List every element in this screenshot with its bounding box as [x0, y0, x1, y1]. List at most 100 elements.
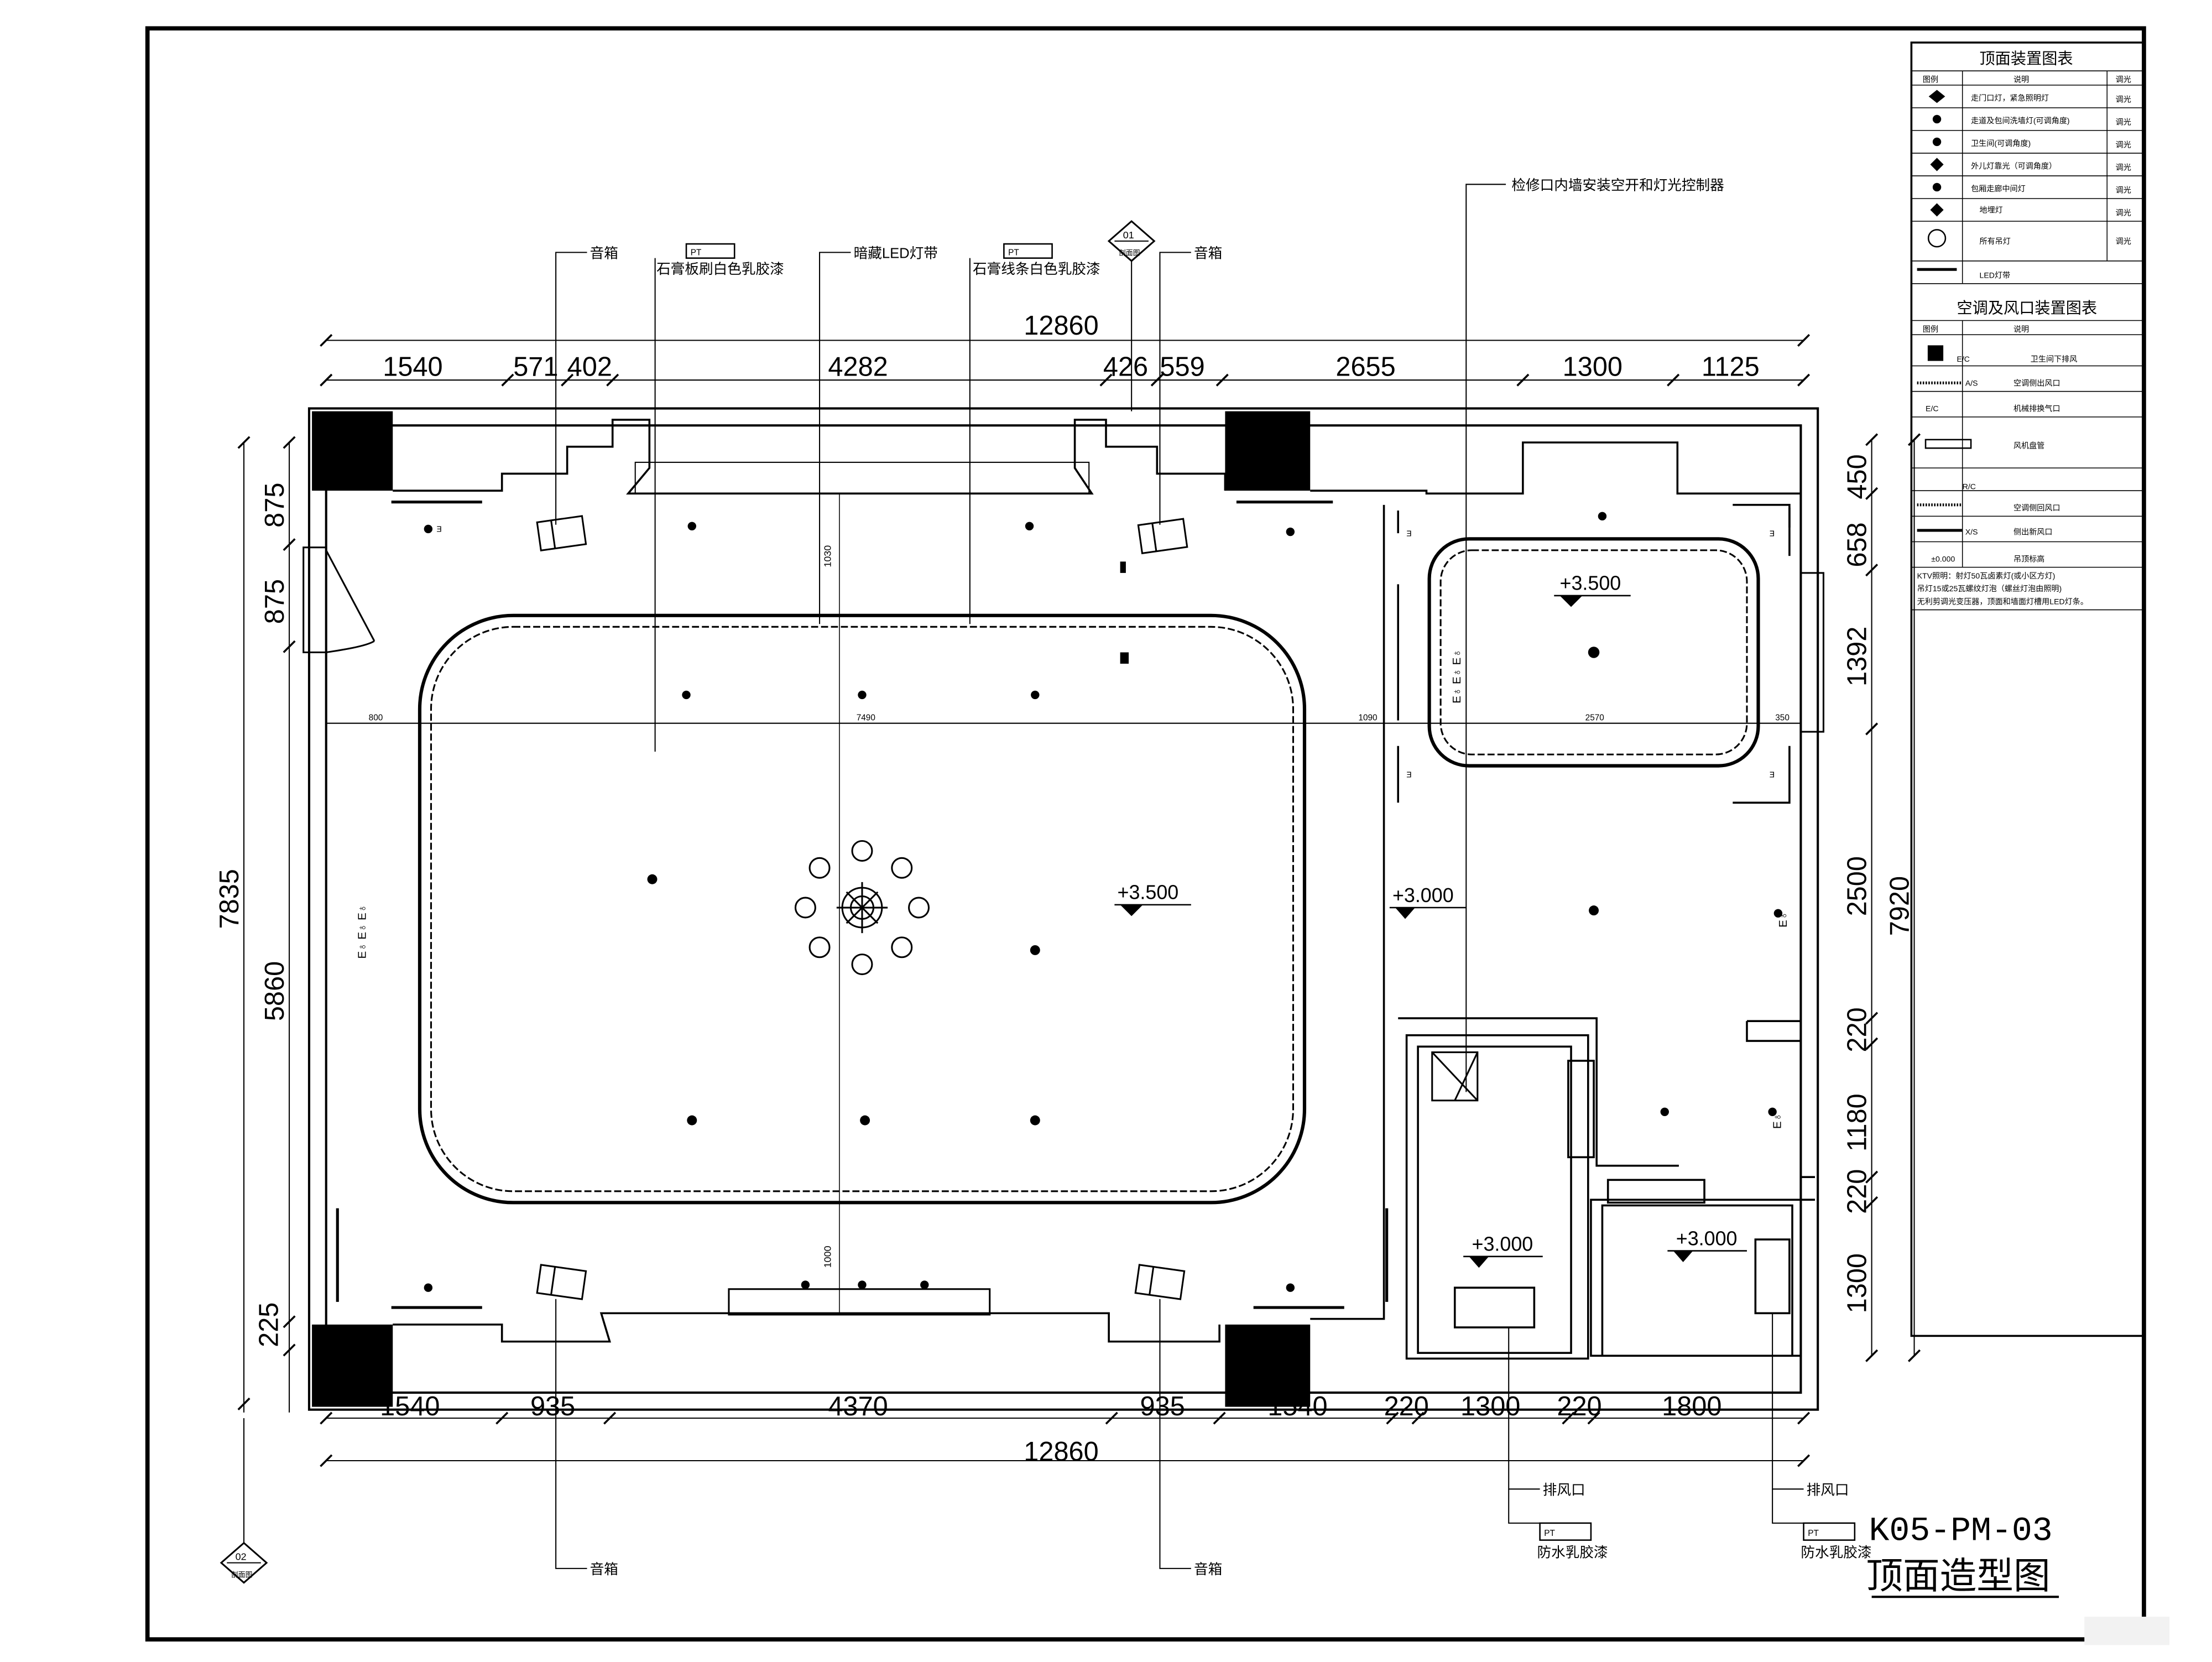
dim-1000: 1000 [822, 1246, 833, 1268]
svg-text:E♁ E♁ E♁: E♁ E♁ E♁ [1451, 649, 1463, 704]
svg-text:7920: 7920 [1885, 876, 1914, 936]
svg-text:2655: 2655 [1335, 352, 1395, 382]
svg-text:X/S: X/S [1965, 528, 1978, 536]
svg-text:PT: PT [691, 248, 702, 258]
label-hidden-led: 暗藏LED灯带 [854, 246, 938, 262]
svg-text:1300: 1300 [1460, 1392, 1520, 1421]
legend-exhaust-icon [1927, 345, 1944, 361]
svg-text:外儿灯靠光（可调角度）: 外儿灯靠光（可调角度） [1971, 161, 2057, 170]
svg-text:12860: 12860 [1024, 1437, 1098, 1467]
legend-spot-icon [1930, 158, 1944, 171]
svg-text:1540: 1540 [380, 1392, 440, 1421]
svg-text:1800: 1800 [1662, 1392, 1721, 1421]
svg-text:调光: 调光 [2116, 209, 2131, 217]
legend-table: 顶面装置图表 空调及风口装置图表 图例 说明 调光 走门口灯，紧急照明灯调光 走… [1910, 41, 2145, 1337]
section-marker-02: 02 剖面图 [220, 1418, 268, 1584]
column-top-mid [1225, 411, 1311, 491]
column-bottom-left [312, 1324, 393, 1407]
svg-text:ᴲ: ᴲ [437, 525, 441, 538]
svg-text:E/C: E/C [1957, 355, 1970, 363]
svg-text:调光: 调光 [2116, 163, 2131, 172]
legend-corridor-light-icon [1932, 183, 1942, 192]
dim-7490: 7490 [857, 713, 875, 723]
svg-text:ᴲ: ᴲ [1407, 770, 1411, 783]
level-small-ceiling: +3.500 [1560, 572, 1621, 595]
svg-text:R/C: R/C [1963, 482, 1976, 491]
leaders [555, 184, 1804, 1569]
svg-text:875: 875 [260, 483, 290, 528]
svg-text:说明: 说明 [2013, 75, 2029, 84]
level-toilet: +3.000 [1472, 1233, 1533, 1255]
svg-text:E♁: E♁ [1777, 911, 1790, 928]
drawing-code: K05-PM-03 [1869, 1513, 2052, 1551]
svg-text:所有吊灯: 所有吊灯 [1979, 237, 2010, 246]
level-bath: +3.000 [1676, 1227, 1738, 1249]
column-top-left [312, 411, 393, 491]
tv-console [728, 1288, 991, 1316]
label-speaker-bottom-right: 音箱 [1194, 1561, 1222, 1577]
svg-text:658: 658 [1842, 522, 1872, 567]
dim-1090: 1090 [1358, 713, 1377, 723]
svg-text:E♁: E♁ [1771, 1113, 1784, 1129]
label-speaker-top-right: 音箱 [1194, 246, 1222, 262]
watermark [2084, 1617, 2170, 1645]
title-block: K05-PM-03 顶面造型图 [1866, 1513, 2059, 1598]
svg-text:2500: 2500 [1842, 856, 1872, 916]
label-waterproof-1: 防水乳胶漆 [1537, 1544, 1608, 1560]
svg-text:PT: PT [1808, 1529, 1819, 1538]
speakers [536, 515, 1188, 1300]
svg-text:402: 402 [567, 352, 612, 382]
svg-text:ᴲ: ᴲ [1770, 770, 1774, 783]
svg-text:450: 450 [1842, 454, 1872, 499]
small-fixture-marks: ᴲ [437, 525, 441, 538]
svg-text:12860: 12860 [1024, 311, 1098, 341]
legend-ac-title: 空调及风口装置图表 [1957, 299, 2097, 317]
dim-lines [243, 340, 1915, 1462]
legend-wall-washer-icon [1932, 114, 1942, 124]
svg-text:1125: 1125 [1702, 352, 1760, 382]
svg-text:剖面图: 剖面图 [1119, 249, 1140, 258]
svg-text:卫生间下排风: 卫生间下排风 [2031, 355, 2078, 363]
svg-text:空调侧出风口: 空调侧出风口 [2013, 378, 2060, 387]
dim-350: 350 [1775, 713, 1790, 723]
svg-text:调光: 调光 [2116, 118, 2131, 127]
dim-ticks [237, 334, 1921, 1467]
svg-text:01: 01 [1123, 230, 1134, 241]
svg-text:7835: 7835 [215, 869, 244, 929]
level-main-floor: +3.000 [1392, 884, 1454, 906]
svg-text:1392: 1392 [1842, 627, 1872, 686]
svg-text:1300: 1300 [1842, 1253, 1872, 1313]
svg-text:PT: PT [1544, 1529, 1555, 1538]
legend-fan-coil-icon [1924, 439, 1972, 449]
label-access-note: 检修口内墙安装空开和灯光控制器 [1511, 178, 1724, 194]
svg-text:225: 225 [254, 1302, 284, 1347]
svg-text:剖面图: 剖面图 [231, 1571, 252, 1579]
bath-exhaust-box [1754, 1238, 1791, 1315]
dim-text-left: 7835 875 875 5860 225 [215, 483, 290, 1347]
led-recess [634, 461, 1090, 494]
svg-text:875: 875 [260, 579, 290, 624]
svg-text:包厢走廊中间灯: 包厢走廊中间灯 [1971, 184, 2026, 193]
svg-text:220: 220 [1384, 1392, 1429, 1421]
svg-text:LED灯带: LED灯带 [1979, 271, 2010, 280]
svg-text:1300: 1300 [1563, 352, 1623, 382]
svg-text:KTV照明：射灯50瓦卤素灯(或小区方灯): KTV照明：射灯50瓦卤素灯(或小区方灯) [1917, 571, 2056, 580]
svg-text:ᴲ: ᴲ [1407, 529, 1411, 541]
svg-text:风机盘管: 风机盘管 [2013, 441, 2044, 450]
toilet-exhaust-box [1453, 1286, 1536, 1328]
label-waterproof-2: 防水乳胶漆 [1801, 1544, 1871, 1560]
dim-text-right: 7920 450 658 1392 2500 220 1180 220 1300 [1842, 454, 1914, 1313]
drawing-name: 顶面造型图 [1866, 1554, 2050, 1597]
svg-text:图例: 图例 [1923, 75, 1938, 84]
svg-text:调光: 调光 [2116, 237, 2131, 246]
small-ceiling-island [1427, 537, 1760, 768]
svg-text:220: 220 [1842, 1169, 1872, 1214]
svg-text:5860: 5860 [260, 961, 290, 1021]
svg-text:PT: PT [1008, 248, 1019, 258]
svg-text:走道及包间洗墙灯(可调角度): 走道及包间洗墙灯(可调角度) [1971, 116, 2070, 125]
svg-text:走门口灯，紧急照明灯: 走门口灯，紧急照明灯 [1971, 93, 2049, 102]
svg-text:图例: 图例 [1923, 325, 1938, 334]
